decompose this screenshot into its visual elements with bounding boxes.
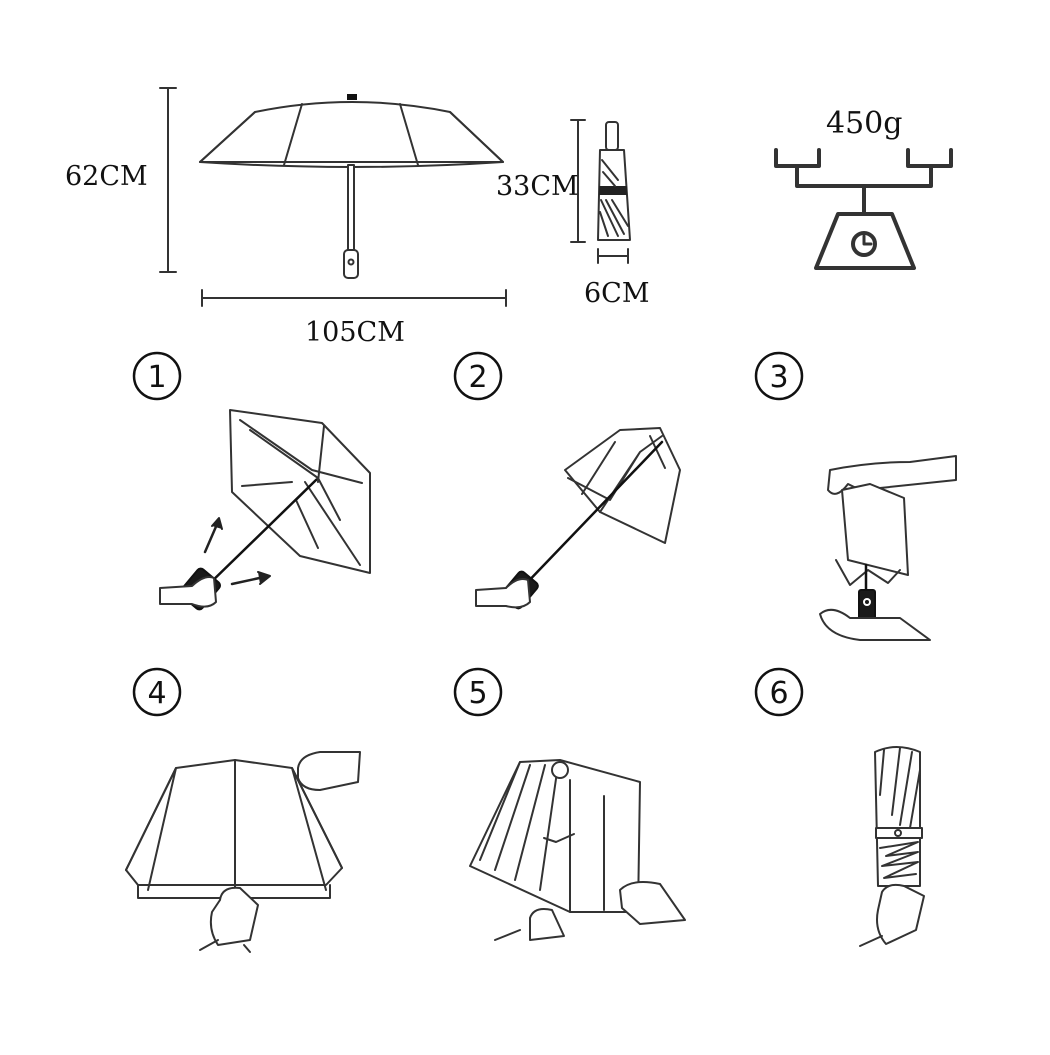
- open-umbrella-icon: [199, 94, 504, 279]
- step-2-marker: 2: [453, 351, 503, 401]
- step-4-marker: 4: [132, 667, 182, 717]
- step-2-number: 2: [468, 360, 487, 395]
- step-1-number: 1: [147, 360, 166, 395]
- step-2-closing-umbrella-icon: [475, 427, 681, 610]
- folded-length-dimension-line: [570, 119, 586, 243]
- step-3-number: 3: [769, 360, 788, 395]
- folded-umbrella-icon: [597, 121, 631, 241]
- step-5-fold-canopy-icon: [469, 759, 686, 941]
- step-3-marker: 3: [754, 351, 804, 401]
- folded-width-dimension-line: [597, 248, 629, 264]
- step-1-marker: 1: [132, 351, 182, 401]
- scale-icon: [774, 148, 953, 270]
- open-height-label: 62CM: [65, 161, 148, 192]
- weight-label: 450g: [826, 106, 902, 141]
- width-dimension-line: [201, 289, 507, 307]
- step-4-number: 4: [147, 676, 166, 711]
- step-5-number: 5: [468, 676, 487, 711]
- step-6-marker: 6: [754, 667, 804, 717]
- height-dimension-line: [159, 87, 177, 273]
- folded-width-label: 6CM: [584, 278, 649, 309]
- step-5-marker: 5: [453, 667, 503, 717]
- step-3-collapse-shaft-icon: [819, 455, 957, 641]
- step-4-gather-canopy-icon: [125, 751, 361, 953]
- open-width-label: 105CM: [305, 317, 405, 348]
- step-6-strap-umbrella-icon: [859, 746, 925, 947]
- folded-length-label: 33CM: [496, 171, 579, 202]
- step-1-open-umbrella-icon: [159, 409, 371, 611]
- step-6-number: 6: [769, 676, 788, 711]
